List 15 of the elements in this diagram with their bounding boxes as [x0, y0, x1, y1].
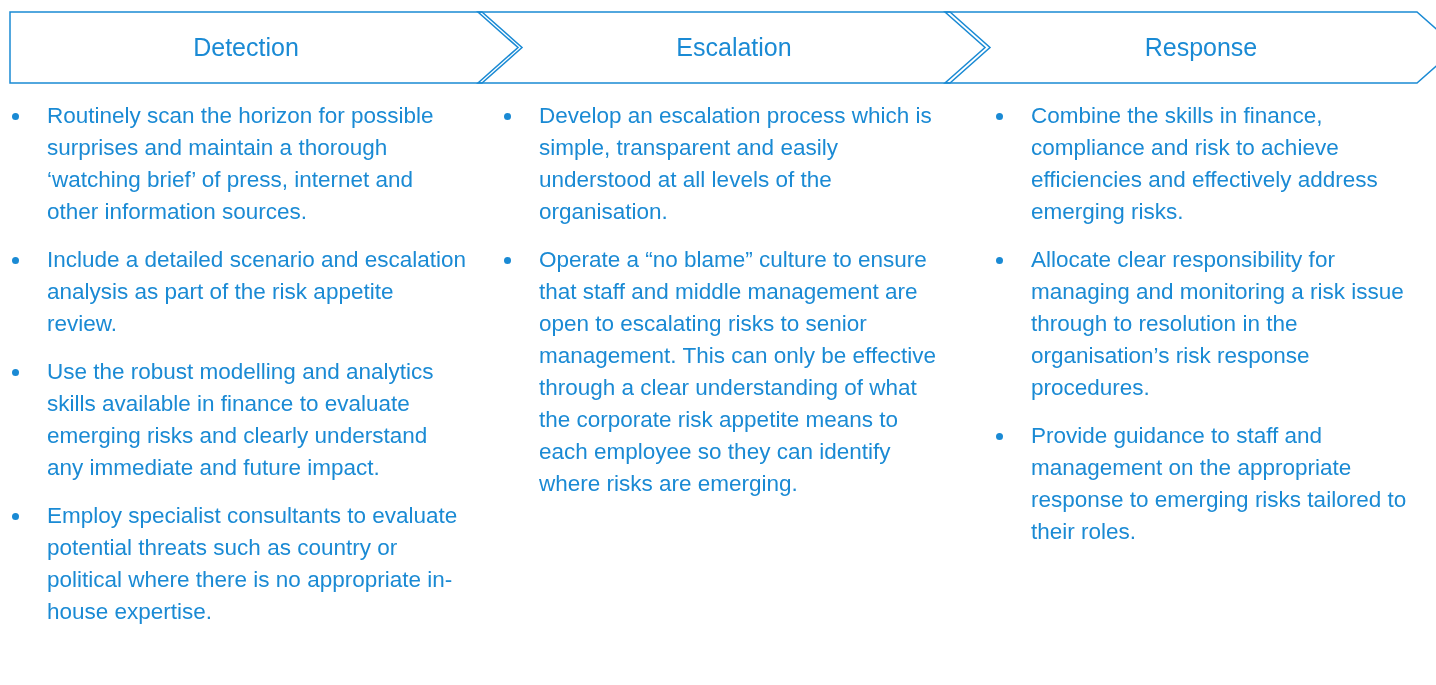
bullet-text: Provide guidance to staff and management on the appropriate response to emerging risks tailored to their roles.: [1031, 423, 1407, 544]
bullet-text: Operate a “no blame” culture to ensure that staff and middle management are open to escalating risks to senior management. This can only be effective through a clear understanding of what the corporate risk appetite means to each employee so they can identify where risks are emerging.: [539, 247, 936, 496]
chevron-step: [945, 12, 1436, 83]
step-title: Escalation: [675, 32, 793, 63]
chevron-step: [478, 12, 990, 83]
bullet-text: Use the robust modelling and analytics skills available in finance to evaluate emerging risks and clearly understand any immediate and future impact.: [47, 359, 434, 480]
bullet-text: Combine the skills in finance, compliance and risk to achieve efficiencies and effectively address emerging risks.: [1031, 103, 1378, 224]
step-title: Response: [1143, 32, 1259, 63]
chevron-step: [10, 12, 522, 83]
bullet-text: Include a detailed scenario and escalation analysis as part of the risk appetite review.: [47, 247, 467, 336]
bullet-text: Employ specialist consultants to evaluate potential threats such as country or political where there is no appropriate in-house expertise.: [47, 503, 458, 624]
bullet-text: Develop an escalation process which is simple, transparent and easily understood at all levels of the organisation.: [539, 103, 932, 224]
bullet-text: Routinely scan the horizon for possible surprises and maintain a thorough ‘watching brief’ of press, internet and other information sources.: [47, 103, 434, 224]
bullet-text: Allocate clear responsibility for managing and monitoring a risk issue through to resolution in the organisation’s risk response procedures.: [1031, 247, 1404, 400]
step-title: Detection: [192, 32, 300, 63]
